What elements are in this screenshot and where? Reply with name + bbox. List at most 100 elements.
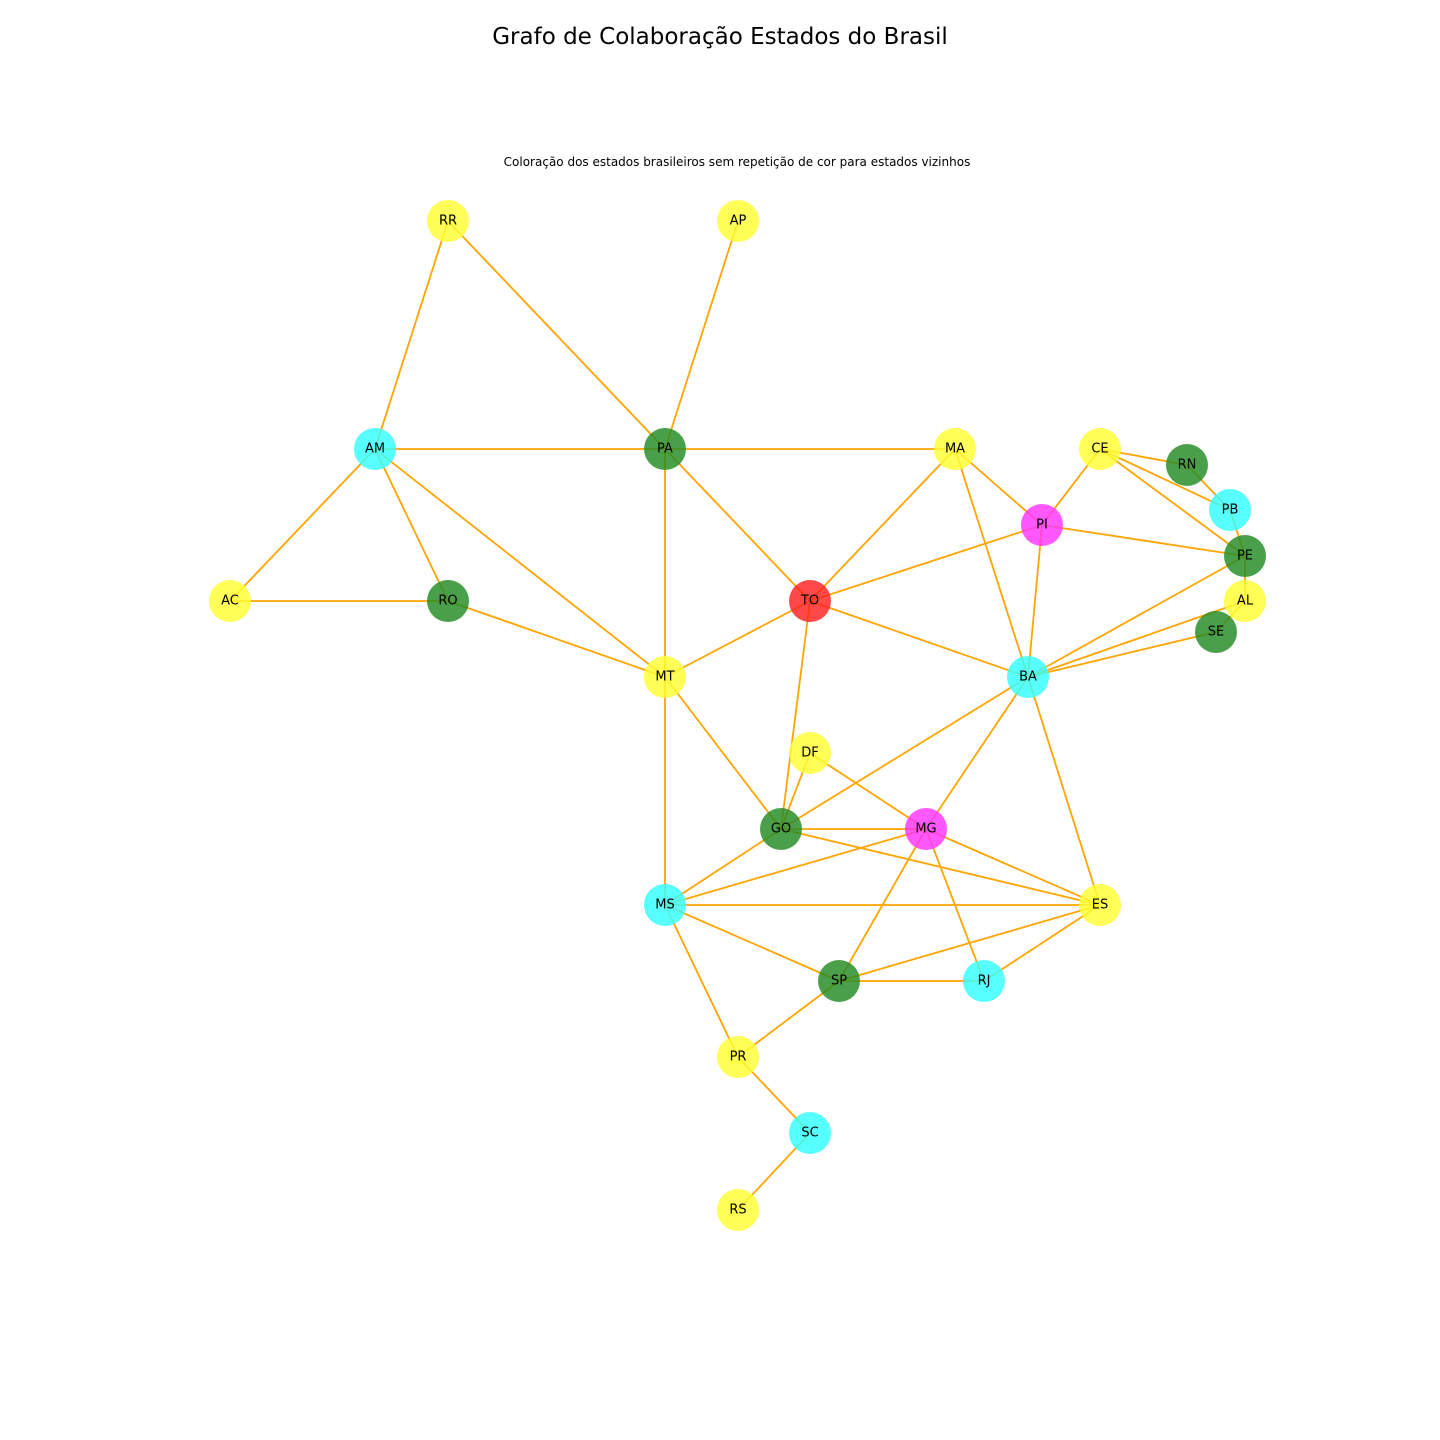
node-circle [963, 960, 1005, 1002]
node-rs: RS [717, 1189, 759, 1231]
node-label: PB [1222, 503, 1239, 518]
node-label: AM [365, 442, 385, 457]
node-label: PR [730, 1050, 747, 1065]
node-pa: PA [644, 428, 686, 470]
node-label: AC [221, 594, 239, 609]
edge-am-ac [229, 448, 376, 602]
node-circle [1224, 580, 1266, 622]
node-label: MG [915, 822, 936, 837]
edge-ms-sp [664, 904, 840, 982]
edge-to-go [780, 600, 811, 830]
node-ce: CE [1079, 428, 1121, 470]
node-df: DF [789, 732, 831, 774]
edge-es-rj [983, 904, 1101, 982]
edge-am-ro [374, 448, 449, 602]
node-circle [818, 960, 860, 1002]
edge-rr-pa [447, 220, 666, 450]
node-sc: SC [789, 1112, 831, 1154]
node-label: MS [655, 898, 674, 913]
edge-ce-pb [1099, 448, 1231, 511]
node-go: GO [760, 808, 802, 850]
node-label: SP [831, 974, 847, 989]
edge-to-ba [809, 600, 1029, 678]
node-circle [717, 1189, 759, 1231]
node-label: RN [1178, 458, 1197, 473]
node-circle [427, 580, 469, 622]
node-circle [1079, 428, 1121, 470]
node-rr: RR [427, 200, 469, 242]
node-circle [789, 1112, 831, 1154]
node-label: PI [1036, 518, 1048, 533]
node-circle [1007, 656, 1049, 698]
edge-ap-pa [664, 220, 739, 450]
edge-pe-ba [1027, 555, 1246, 678]
edge-es-sp [838, 904, 1101, 982]
edge-ba-es [1027, 676, 1101, 906]
node-circle [644, 428, 686, 470]
node-circle [1195, 611, 1237, 653]
node-label: SC [801, 1126, 818, 1141]
node-to: TO [789, 580, 831, 622]
node-circle [717, 1036, 759, 1078]
node-sp: SP [818, 960, 860, 1002]
node-label: BA [1019, 670, 1037, 685]
node-label: RS [729, 1203, 746, 1218]
node-mg: MG [905, 808, 947, 850]
node-label: MT [655, 670, 674, 685]
edge-ms-pr [664, 904, 739, 1058]
edge-se-ba [1027, 631, 1217, 678]
node-label: PA [657, 442, 673, 457]
node-al: AL [1224, 580, 1266, 622]
node-circle [427, 200, 469, 242]
node-circle [1209, 489, 1251, 531]
node-circle [760, 808, 802, 850]
node-pr: PR [717, 1036, 759, 1078]
node-circle [1021, 504, 1063, 546]
node-label: RJ [978, 974, 991, 989]
edge-sp-pr [737, 980, 840, 1058]
node-circle [644, 656, 686, 698]
node-circle [789, 732, 831, 774]
edge-ba-go [780, 676, 1029, 830]
node-label: AL [1237, 594, 1254, 609]
node-mt: MT [644, 656, 686, 698]
edge-am-mt [374, 448, 666, 678]
node-label: TO [800, 594, 819, 609]
diagram-subtitle: Coloração dos estados brasileiros sem re… [503, 155, 971, 169]
node-circle [1166, 444, 1208, 486]
node-label: RO [438, 594, 457, 609]
edge-ma-ba [954, 448, 1029, 678]
node-label: DF [801, 746, 819, 761]
node-circle [1224, 535, 1266, 577]
node-ms: MS [644, 884, 686, 926]
node-ac: AC [209, 580, 251, 622]
edge-mg-es [925, 828, 1101, 906]
node-ba: BA [1007, 656, 1049, 698]
edge-to-mt [664, 600, 811, 678]
node-circle [905, 808, 947, 850]
node-circle [1079, 884, 1121, 926]
edge-ma-to [809, 448, 956, 602]
edge-df-mg [809, 752, 927, 830]
edge-pa-to [664, 448, 811, 602]
node-pb: PB [1209, 489, 1251, 531]
edge-ba-mg [925, 676, 1029, 830]
node-pi: PI [1021, 504, 1063, 546]
node-ro: RO [427, 580, 469, 622]
edges-layer [229, 220, 1246, 1211]
edge-ro-mt [447, 600, 666, 678]
node-circle [717, 200, 759, 242]
node-label: RR [439, 214, 457, 229]
node-label: MA [945, 442, 965, 457]
node-es: ES [1079, 884, 1121, 926]
edge-mt-go [664, 676, 782, 830]
node-am: AM [354, 428, 396, 470]
node-label: PE [1237, 549, 1253, 564]
edge-mg-ms [664, 828, 927, 906]
node-circle [789, 580, 831, 622]
node-rj: RJ [963, 960, 1005, 1002]
node-circle [934, 428, 976, 470]
edge-pi-ba [1027, 524, 1043, 678]
